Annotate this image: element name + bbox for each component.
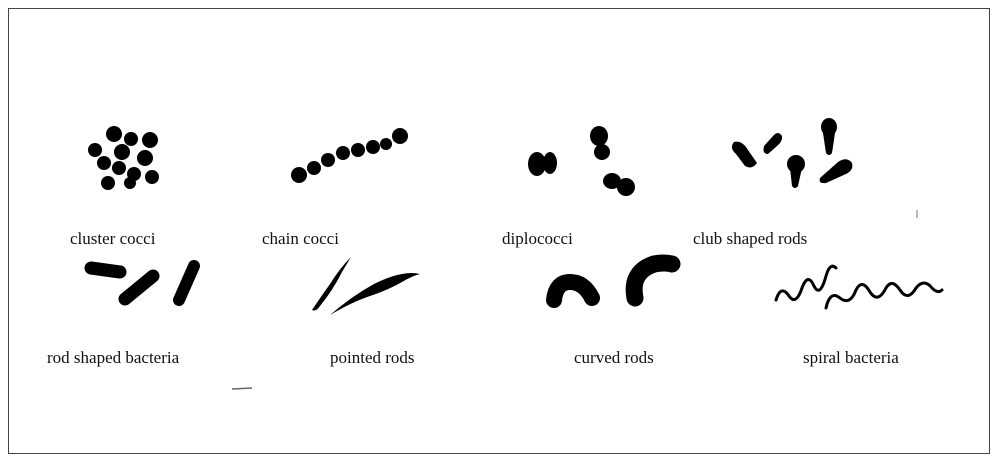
label-rod-shaped-bacteria: rod shaped bacteria bbox=[47, 348, 179, 368]
curved-rods-shape bbox=[554, 263, 672, 300]
chain-cocci-shape bbox=[291, 128, 408, 183]
stray-mark bbox=[232, 388, 252, 389]
label-diplococci: diplococci bbox=[502, 229, 573, 249]
label-curved-rods: curved rods bbox=[574, 348, 654, 368]
label-club-shaped-rods: club shaped rods bbox=[693, 229, 807, 249]
label-chain-cocci: chain cocci bbox=[262, 229, 339, 249]
label-cluster-cocci: cluster cocci bbox=[70, 229, 155, 249]
rod-shaped-bacteria-shape bbox=[91, 266, 194, 300]
label-spiral-bacteria: spiral bacteria bbox=[803, 348, 899, 368]
pointed-rods-shape bbox=[312, 257, 420, 315]
diplococci-shape bbox=[528, 126, 635, 196]
spiral-bacteria-shape bbox=[776, 266, 942, 308]
cluster-cocci-shape bbox=[88, 126, 159, 190]
label-pointed-rods: pointed rods bbox=[330, 348, 415, 368]
club-shaped-rods-shape bbox=[732, 118, 852, 188]
